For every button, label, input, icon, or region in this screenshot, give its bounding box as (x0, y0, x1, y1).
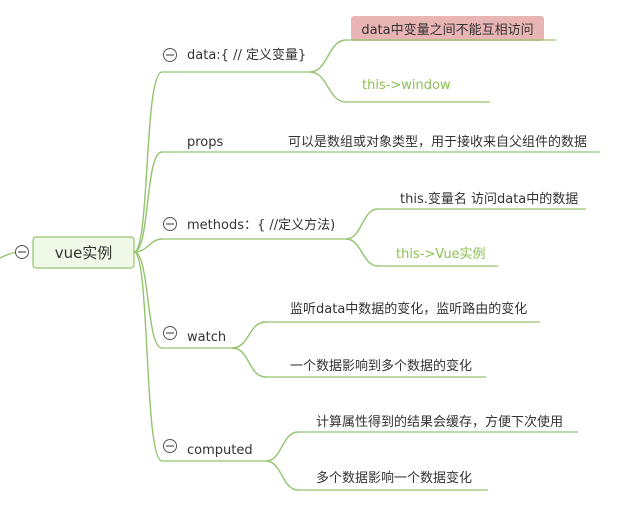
root-collapse-toggle[interactable] (15, 245, 29, 259)
watch-child-1-node[interactable]: 监听data中数据的变化，监听路由的变化 (266, 301, 540, 323)
connector-computed-child-1 (265, 431, 299, 462)
connector-watch-child-1 (231, 321, 267, 349)
methods-child-1-node[interactable]: this.变量名 访问data中的数据 (378, 191, 586, 210)
branch-connector-props (133, 151, 163, 253)
connector-watch-child-2 (231, 347, 267, 378)
watch-child-2-label: 一个数据影响到多个数据的变化 (290, 358, 472, 374)
branch-watch[interactable]: watch (162, 326, 232, 349)
computed-child-1-node[interactable]: 计算属性得到的结果会缓存，方便下次使用 (298, 414, 578, 433)
branch-connector-methods (133, 238, 163, 253)
branch-computed-label: computed (187, 443, 253, 458)
branch-connector-watch (133, 251, 163, 349)
branch-connector-computed (133, 251, 163, 462)
root-label: vue实例 (55, 244, 113, 262)
methods-child-1-label: this.变量名 访问data中的数据 (400, 191, 578, 207)
connector-computed-child-2 (265, 460, 299, 491)
branch-watch-collapse-toggle[interactable] (163, 326, 177, 340)
branch-methods-collapse-toggle[interactable] (163, 217, 177, 231)
data-child-2-node[interactable]: this->window (346, 78, 490, 103)
connector-methods-child-1 (345, 208, 379, 240)
branch-data-label: data:{ // 定义变量} (187, 47, 306, 63)
branch-methods[interactable]: methods：{ //定义方法) (162, 217, 346, 240)
methods-child-2-node[interactable]: this->Vue实例 (378, 247, 498, 267)
methods-child-2-label: this->Vue实例 (396, 247, 486, 262)
data-child-2-label: this->window (362, 78, 451, 93)
branch-data[interactable]: data:{ // 定义变量} (162, 47, 310, 73)
computed-child-2-label: 多个数据影响一个数据变化 (316, 470, 472, 486)
computed-child-1-label: 计算属性得到的结果会缓存，方便下次使用 (316, 414, 563, 430)
watch-child-2-node[interactable]: 一个数据影响到多个数据的变化 (266, 358, 486, 378)
connector-data-child-2 (309, 71, 347, 103)
computed-child-2-node[interactable]: 多个数据影响一个数据变化 (298, 470, 488, 491)
branch-props[interactable]: props 可以是数组或对象类型，用于接收来自父组件的数据 (162, 134, 600, 153)
branch-computed-collapse-toggle[interactable] (163, 439, 177, 453)
branch-connector-data (133, 71, 163, 253)
branch-watch-label: watch (187, 330, 226, 345)
connector-data-child-1 (309, 39, 347, 73)
highlight-box (351, 16, 544, 41)
branch-computed[interactable]: computed (162, 439, 266, 462)
branch-data-collapse-toggle[interactable] (163, 48, 177, 62)
branch-props-label: props (187, 135, 224, 150)
props-child-1-label: 可以是数组或对象类型，用于接收来自父组件的数据 (288, 134, 587, 150)
connector-methods-child-2 (345, 238, 379, 267)
root-node[interactable]: vue实例 (32, 236, 135, 269)
watch-child-1-label: 监听data中数据的变化，监听路由的变化 (290, 301, 527, 317)
data-child-1-label: data中变量之间不能互相访问 (361, 22, 533, 38)
branch-methods-label: methods：{ //定义方法) (187, 217, 335, 233)
data-child-1-node[interactable]: data中变量之间不能互相访问 (346, 16, 556, 41)
